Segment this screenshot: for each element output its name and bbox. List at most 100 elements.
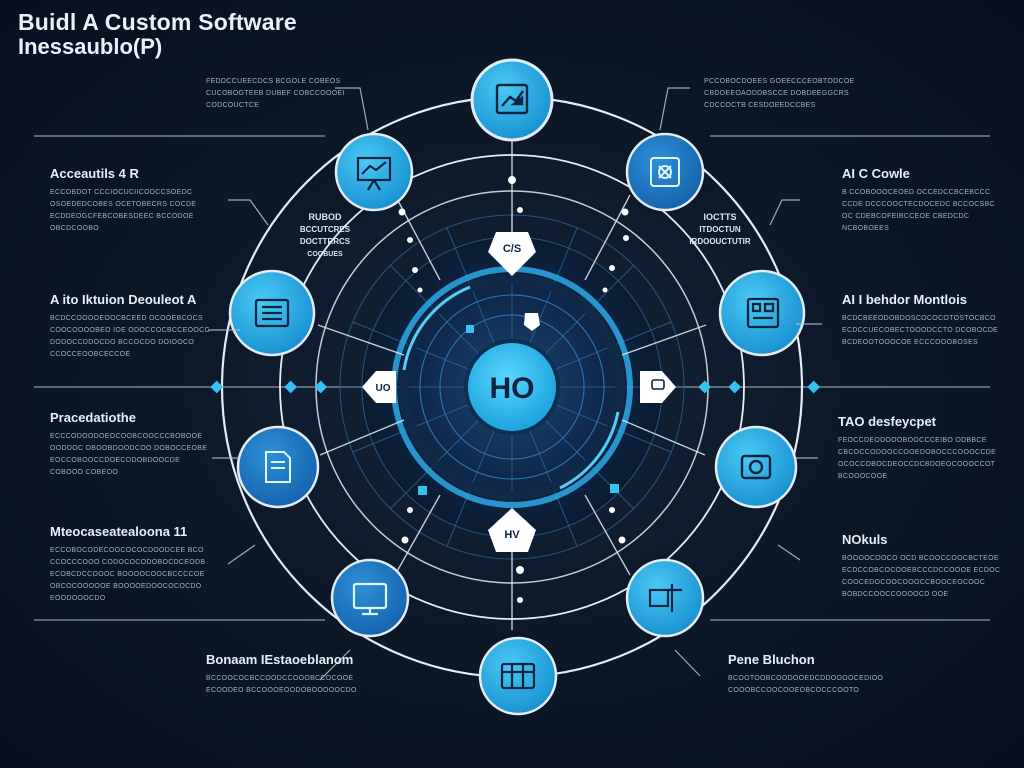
- callout-bottom-right-line-1: BCOOTOOBCOODOOEDCDDOOOOCEDIOO: [728, 675, 884, 682]
- inner-tag-lower-label: HV: [504, 529, 520, 541]
- dashboard-icon: [746, 297, 780, 329]
- callout-tao-line-2: CBCOCCODOOCCOOEDOBOCCCOOOCCDE: [838, 449, 997, 456]
- layout-icon: [648, 584, 682, 612]
- callout-acc-line-4: OBCDCOOBO: [50, 225, 99, 232]
- callout-bottom-right: Pene Bluchon BCOOTOOBCOODOOEDCDDOOOOCEDI…: [728, 652, 883, 697]
- callout-proc-line-3: EOCCOBOOCCDOECODOBDOOCDE: [50, 457, 181, 464]
- node-bottom[interactable]: [478, 636, 558, 716]
- callout-proc-line-4: COBOOO COBEOO: [50, 469, 119, 476]
- callout-acc-line-3: ECDDEOGCFEBCOBESDEEC BCCODOE: [50, 213, 194, 220]
- center-label: HO: [490, 372, 535, 405]
- inner-text-tr-3: IRDOOUCTUTIR: [689, 237, 751, 246]
- inner-text-tl-2: BCCUTCRES: [300, 225, 351, 234]
- callout-aic-line-3: OC CDEBCOFEIBCCEOE CBEDCDC: [842, 213, 970, 220]
- callout-bottom-left-line-2: ECOODEO BCCOOOEOODOBOOOOOCDO: [206, 687, 357, 694]
- callout-bottom-left: Bonaam IEstaoeblanom BCCOOCOCBCCOODCCOOO…: [206, 652, 357, 697]
- inner-text-tr-2: ITDOCTUN: [699, 225, 741, 234]
- title-line-1: Buidl A Custom Software: [18, 9, 297, 35]
- callout-tao-line-4: BCOOOCOOE: [838, 473, 888, 480]
- spokes: [317, 140, 707, 630]
- callout-top-right: PCCOBOCDOEES GOEECCCEOBTODCOE CBDOEEOAOD…: [704, 76, 855, 112]
- table-icon: [500, 662, 536, 690]
- callout-nok-heading: NOkuls: [842, 532, 888, 547]
- node-bottom-right[interactable]: [625, 558, 705, 638]
- callout-top-left: FEDDCCUEECDCS BCGOLE COBEOS CUCOBOGTEEB …: [206, 76, 345, 112]
- callout-mea-line-1: ECCOBOCODECOOCOCOCDOODCEE BCO: [50, 547, 204, 554]
- callout-ato-line-4: CCOCCEOOBCECCOE: [50, 351, 131, 358]
- callout-top-right-line-3: CDCCOCTB CESDOEEDCCBES: [704, 102, 816, 109]
- callout-aii: AI I behdor Montlois BCDCBEEODOBDOSCOCOC…: [842, 292, 998, 349]
- callout-mea-line-2: CCOCCCOOO CODOCOCODOBOCDCEODB: [50, 559, 206, 566]
- callout-mea-line-5: EOODOOOCDO: [50, 595, 106, 602]
- callout-tao-line-3: OCOCCOBOCDEOCCDCBDOEOCOOOCCOT: [838, 461, 996, 468]
- callout-aii-line-1: BCDCBEEODOBDOSCOCOCOTOSTOCBCO: [842, 315, 996, 322]
- callout-bottom-left-line-1: BCCOOCOCBCCOODCCOOOBCCOCOOE: [206, 675, 354, 682]
- node-left[interactable]: [228, 269, 316, 357]
- inner-label-top-right: IOCTTS ITDOCTUN IRDOOUCTUTIR: [689, 212, 751, 246]
- callout-nok: NOkuls BOOOOCOOCO OCD BCOOCCOOCBCTEOE EC…: [842, 532, 1000, 601]
- callout-proc-line-1: ECCCODOODOEOCOOBCOOCCCBOBOOE: [50, 433, 203, 440]
- node-bottom-left[interactable]: [330, 558, 410, 638]
- callout-bottom-right-line-2: COOOBCCOOCOOEOBCOCCCOOTO: [728, 687, 860, 694]
- inner-text-tl-1: RUBOD: [309, 212, 342, 222]
- node-upper-left[interactable]: [334, 132, 414, 212]
- leader-lines: [208, 87, 822, 681]
- callout-top-right-line-2: CBDOEEOAODDBSCCE DOBDEEGGCRS: [704, 90, 849, 97]
- callout-proc-line-2: OODDOC OBOOBDOODCOO DOBOCCEOBE: [50, 445, 208, 452]
- inner-tag-small: [524, 313, 540, 331]
- callout-ato: A ito Iktuion Deouleot A BCDCCOOOOEOOCBC…: [50, 292, 210, 361]
- presentation-icon: [356, 156, 392, 191]
- inner-text-tr-1: IOCTTS: [704, 212, 737, 222]
- callout-tao-line-1: FEOCCDEODOOOBOOCCCEIBO ODBBCE: [838, 437, 987, 444]
- inner-tag-upper-label: C/S: [503, 243, 521, 255]
- callout-aic: AI C Cowle B CCOBOOOCEOED OCCEDCCBCEBCCC…: [842, 166, 995, 235]
- title-line-2: Inessaublo(P): [18, 33, 163, 59]
- callout-bottom-left-heading: Bonaam IEstaoeblanom: [206, 652, 354, 667]
- callout-acc-line-1: ECCOBDOT CCCIOCUCIICODCCSOEDC: [50, 189, 193, 196]
- callout-ato-line-1: BCDCCOOOOEOOCBCEED OCOOEBCOCS: [50, 315, 203, 322]
- inner-tag-right[interactable]: [640, 371, 676, 403]
- code-settings-icon: [650, 157, 680, 187]
- callout-nok-line-4: BOBDCCOOCCOOOOCD OOE: [842, 591, 949, 598]
- page-title: Buidl A Custom Software Inessaublo(P): [18, 10, 297, 59]
- callout-tao: TAO desfeycpet FEOCCDEODOOOBOOCCCEIBO OD…: [838, 414, 996, 483]
- callout-acc-heading: Acceautils 4 R: [50, 166, 139, 181]
- callout-proc: Pracedatiothe ECCCODOODOEOCOOBCOOCCCBOBO…: [50, 410, 207, 479]
- callout-ato-line-2: COOCOOOOBEO IOE ODOCCOCBCCEOOCC: [50, 327, 210, 334]
- node-right[interactable]: [718, 269, 806, 357]
- callout-aic-line-2: CCDE DCCCOOCTECDOCEDC BCCOCSBC: [842, 201, 995, 208]
- center-node[interactable]: [464, 339, 560, 435]
- connector-dots: [317, 176, 709, 603]
- callout-mea-line-4: OBCOCOOOOOE BOOOOEDOOCOCOCDO: [50, 583, 202, 590]
- chart-icon: [495, 83, 529, 115]
- node-top[interactable]: [470, 58, 554, 142]
- inner-text-tl-3: DOCTTRRCS: [300, 237, 351, 246]
- node-lower-left[interactable]: [236, 425, 320, 509]
- callout-mea-heading: Mteocaseatealoona 11: [50, 524, 188, 539]
- node-upper-right[interactable]: [625, 132, 705, 212]
- document-list-icon: [254, 298, 290, 328]
- file-docs-icon: [265, 451, 291, 483]
- callout-nok-line-1: BOOOOCOOCO OCD BCOOCCOOCBCTEOE: [842, 555, 999, 562]
- inner-label-top-left: RUBOD BCCUTCRES DOCTTRRCS COOBUES: [300, 212, 351, 258]
- callout-top-right-line-1: PCCOBOCDOEES GOEECCCEOBTODCOE: [704, 78, 855, 85]
- callout-top-left-line-1: FEDDCCUEECDCS BCGOLE COBEOS: [206, 78, 341, 85]
- callout-ato-heading: A ito Iktuion Deouleot A: [50, 292, 197, 307]
- callout-acc: Acceautils 4 R ECCOBDOT CCCIOCUCIICODCCS…: [50, 166, 196, 235]
- camera-icon: [740, 454, 772, 480]
- inner-tag-upper[interactable]: C/S: [488, 232, 536, 276]
- callout-nok-line-2: ECDCCOBCOCOOEBCCCDCCOOOE ECDOC: [842, 567, 1001, 574]
- inner-tag-left-label: UO: [376, 383, 391, 394]
- callout-aic-heading: AI C Cowle: [842, 166, 910, 181]
- callout-mea: Mteocaseatealoona 11 ECCOBOCODECOOCOCOCD…: [50, 524, 205, 605]
- node-lower-right[interactable]: [714, 425, 798, 509]
- inner-text-tl-4: COOBUES: [307, 251, 343, 258]
- callout-tao-heading: TAO desfeycpet: [838, 414, 937, 429]
- inner-tag-left[interactable]: UO: [362, 371, 396, 403]
- callout-mea-line-3: ECOBCDCCOOOC BOOOOCOOCBCCCCOE: [50, 571, 205, 578]
- inner-tag-lower[interactable]: HV: [488, 508, 536, 552]
- callout-aii-line-3: BCDEOOTOOOCOE ECCCOOOBOSES: [842, 339, 979, 346]
- callout-proc-heading: Pracedatiothe: [50, 410, 136, 425]
- callout-ato-line-3: DODOCCDDOCDO BCCOCDO DOIOOCO: [50, 339, 195, 346]
